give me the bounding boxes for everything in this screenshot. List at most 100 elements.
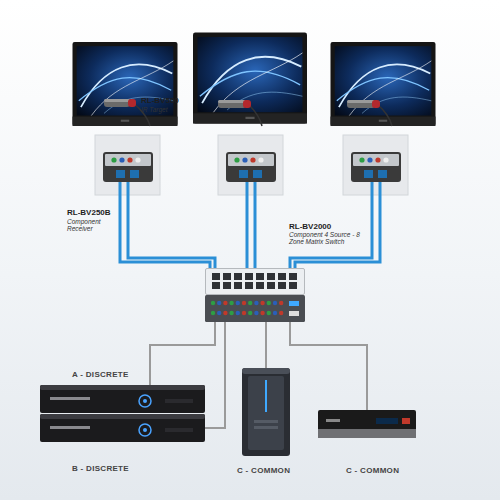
- device-label: RL-BV500: [141, 96, 196, 105]
- component-cable: [150, 322, 215, 385]
- computer-tower-shape: [242, 368, 290, 456]
- matrix-switch-shape-part: [223, 311, 227, 315]
- computer-tower-shape-part: [248, 376, 284, 450]
- wall-plate: [343, 135, 408, 195]
- source-box-shape: [40, 414, 205, 442]
- computer-tower-shape-part: [254, 426, 278, 429]
- ir-target-shape-part: [128, 99, 136, 107]
- device-label: C - COMMON: [237, 466, 307, 475]
- matrix-switch-shape-part: [229, 311, 233, 315]
- device-caption: IR Target: [141, 106, 196, 113]
- component-receiver-shape-part: [119, 157, 124, 162]
- receiver: [351, 152, 401, 182]
- ir-cable: [250, 106, 262, 126]
- component-receiver-shape-part: [105, 154, 151, 166]
- satellite-receiver-shape-part: [318, 429, 416, 438]
- matrix-switch-shape-part: [267, 282, 275, 289]
- ir-target-shape-part: [104, 99, 130, 107]
- matrix-switch-shape-part: [279, 301, 283, 305]
- computer-tower-shape-part: [242, 368, 290, 456]
- satellite-receiver-shape-part: [376, 418, 398, 424]
- matrix-switch-shape-part: [236, 311, 240, 315]
- matrix-switch-shape-part: [260, 311, 264, 315]
- matrix-switch-shape-part: [273, 311, 277, 315]
- satellite-receiver-shape: [318, 410, 416, 438]
- component-cable: [265, 322, 267, 368]
- device-caption: Component Receiver: [67, 218, 107, 232]
- source-box-shape-part: [165, 428, 193, 432]
- matrix-switch-shape-part: [205, 295, 305, 322]
- matrix-switch: RL-BV2000Component 4 Source - 8 Zone Mat…: [205, 268, 305, 322]
- matrix-switch-shape-part: [248, 311, 252, 315]
- cat-cable: [128, 182, 215, 268]
- component-receiver-shape-part: [111, 157, 116, 162]
- source-box-shape-part: [40, 385, 205, 390]
- matrix-switch-shape-part: [223, 273, 231, 280]
- ir-target: [347, 100, 380, 108]
- matrix-switch-shape-part: [217, 311, 221, 315]
- wall-plate: [218, 135, 283, 195]
- matrix-switch-shape-part: [223, 301, 227, 305]
- computer-tower-shape-part: [265, 380, 267, 412]
- matrix-switch-shape-part: [260, 301, 264, 305]
- tv-left: [73, 42, 178, 126]
- matrix-switch-shape-part: [273, 301, 277, 305]
- matrix-switch-shape-part: [245, 273, 253, 280]
- matrix-switch-shape-part: [211, 301, 215, 305]
- ir-target-shape: [103, 98, 137, 108]
- satellite-receiver-shape-part: [402, 418, 410, 424]
- component-receiver-shape-part: [103, 152, 153, 182]
- satellite-receiver-shape-part: [326, 419, 340, 422]
- matrix-switch-shape-part: [223, 282, 231, 289]
- ir-cable: [379, 106, 392, 126]
- component-receiver-shape-part: [127, 157, 132, 162]
- matrix-switch-shape-part: [211, 311, 215, 315]
- tv-center: [193, 32, 307, 123]
- tv-right: [331, 42, 436, 126]
- device-label: C - COMMON: [346, 466, 426, 475]
- matrix-switch-shape-part: [212, 282, 220, 289]
- ir-target: RL-BV500IR Target: [103, 98, 137, 108]
- source-box-shape: [40, 385, 205, 413]
- source-box-shape-part: [40, 414, 205, 419]
- satellite-receiver: C - COMMON: [318, 410, 416, 438]
- source-box-shape-part: [143, 399, 147, 403]
- receiver: [226, 152, 276, 182]
- matrix-switch-shape-part: [256, 273, 264, 280]
- ir-target-shape-part: [104, 99, 130, 102]
- matrix-switch-shape-part: [245, 282, 253, 289]
- cat-cable: [254, 182, 257, 268]
- matrix-switch-shape-part: [267, 311, 271, 315]
- matrix-switch-shape: [205, 268, 305, 322]
- ir-target: [218, 100, 251, 108]
- device-label: B - DISCRETE: [72, 464, 172, 473]
- matrix-switch-shape-part: [217, 301, 221, 305]
- component-cable: [205, 322, 225, 428]
- component-cable: [290, 322, 367, 410]
- source-box-shape-part: [50, 426, 90, 429]
- device-label: RL-BV250B: [67, 208, 119, 217]
- matrix-switch-shape-part: [248, 301, 252, 305]
- source-box-shape-part: [143, 428, 147, 432]
- matrix-switch-shape-part: [242, 311, 246, 315]
- matrix-switch-shape-part: [236, 301, 240, 305]
- matrix-switch-shape-part: [254, 311, 258, 315]
- matrix-switch-shape-part: [234, 273, 242, 280]
- matrix-switch-shape-part: [289, 282, 297, 289]
- cat-cable: [246, 182, 249, 268]
- source-box-shape-part: [139, 395, 151, 407]
- matrix-switch-shape-part: [229, 301, 233, 305]
- cat-cable: [290, 182, 372, 268]
- computer-tower-shape-part: [254, 420, 278, 423]
- matrix-switch-shape-part: [278, 282, 286, 289]
- source-box-shape-part: [50, 397, 90, 400]
- source-box: A - DISCRETE: [40, 385, 205, 413]
- source-box-shape-part: [40, 414, 205, 442]
- matrix-switch-shape-part: [242, 301, 246, 305]
- matrix-switch-shape-part: [206, 269, 305, 295]
- component-receiver-shape-part: [116, 170, 125, 178]
- matrix-switch-shape-part: [256, 282, 264, 289]
- component-receiver-shape-part: [130, 170, 139, 178]
- matrix-switch-shape-part: [234, 282, 242, 289]
